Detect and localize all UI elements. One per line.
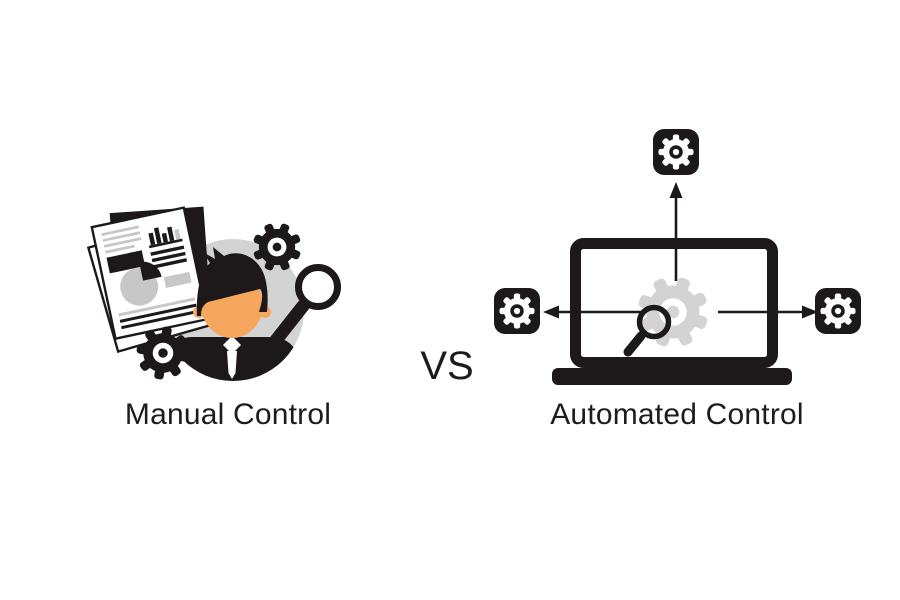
pie-chart-icon <box>120 261 162 306</box>
magnifier-handle <box>623 331 646 357</box>
gear-icon <box>499 293 535 329</box>
automated-control-label: Automated Control <box>550 398 804 431</box>
bar-chart-icon <box>148 226 183 249</box>
magnifier-icon <box>266 264 341 351</box>
magnifier-lens <box>636 304 672 340</box>
automated-control-illustration <box>494 129 861 385</box>
gear-badge-top <box>653 129 699 175</box>
manual-control-label: Manual Control <box>124 398 332 431</box>
laptop-base <box>552 368 792 385</box>
arrow-left-icon <box>543 305 646 319</box>
document-caption-block <box>163 271 192 289</box>
arrow-up-icon <box>669 182 683 281</box>
vs-divider: VS <box>420 344 474 388</box>
magnifier-lens <box>295 264 341 310</box>
document-footer-lines <box>118 297 198 330</box>
document-image-block <box>106 250 146 274</box>
gear-icon <box>820 293 856 329</box>
manual-control-illustration <box>86 206 341 384</box>
gear-icon <box>658 134 694 170</box>
magnifier-icon <box>623 304 672 357</box>
person-icon <box>164 247 300 381</box>
documents-icon <box>86 206 212 354</box>
gear-badge-left <box>494 288 540 334</box>
tie-tail <box>227 351 237 379</box>
document-text-lines <box>101 225 142 254</box>
gear-badge-right <box>815 288 861 334</box>
arrow-right-icon <box>718 305 818 319</box>
magnifier-handle <box>266 299 310 351</box>
person-hair <box>196 247 268 316</box>
document-heading-lines <box>150 245 188 269</box>
tie-knot <box>223 336 241 354</box>
